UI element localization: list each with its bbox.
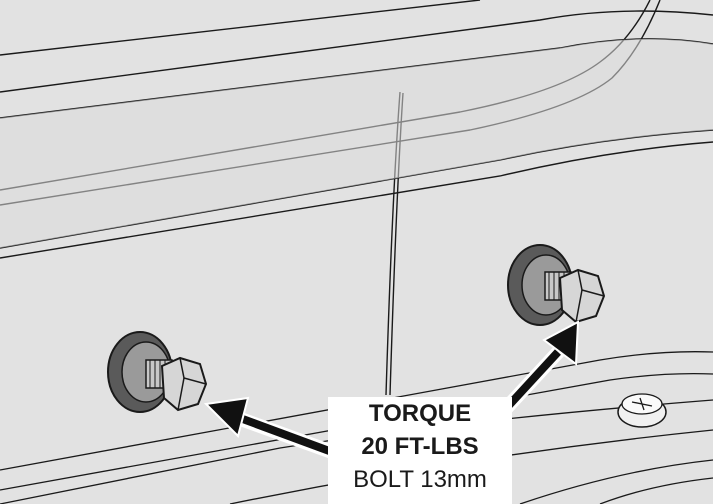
bolt-right [507, 244, 606, 326]
panel-lip-shading [0, 38, 713, 248]
arrow-to-left-bolt [203, 396, 339, 459]
torque-callout: TORQUE 20 FT-LBS BOLT 13mm [328, 397, 512, 504]
callout-title: TORQUE [368, 400, 472, 427]
screw-head [617, 393, 667, 428]
bolt-size: BOLT 13mm [353, 466, 487, 493]
torque-value: 20 FT-LBS [361, 433, 479, 460]
bolt-left [107, 331, 208, 413]
